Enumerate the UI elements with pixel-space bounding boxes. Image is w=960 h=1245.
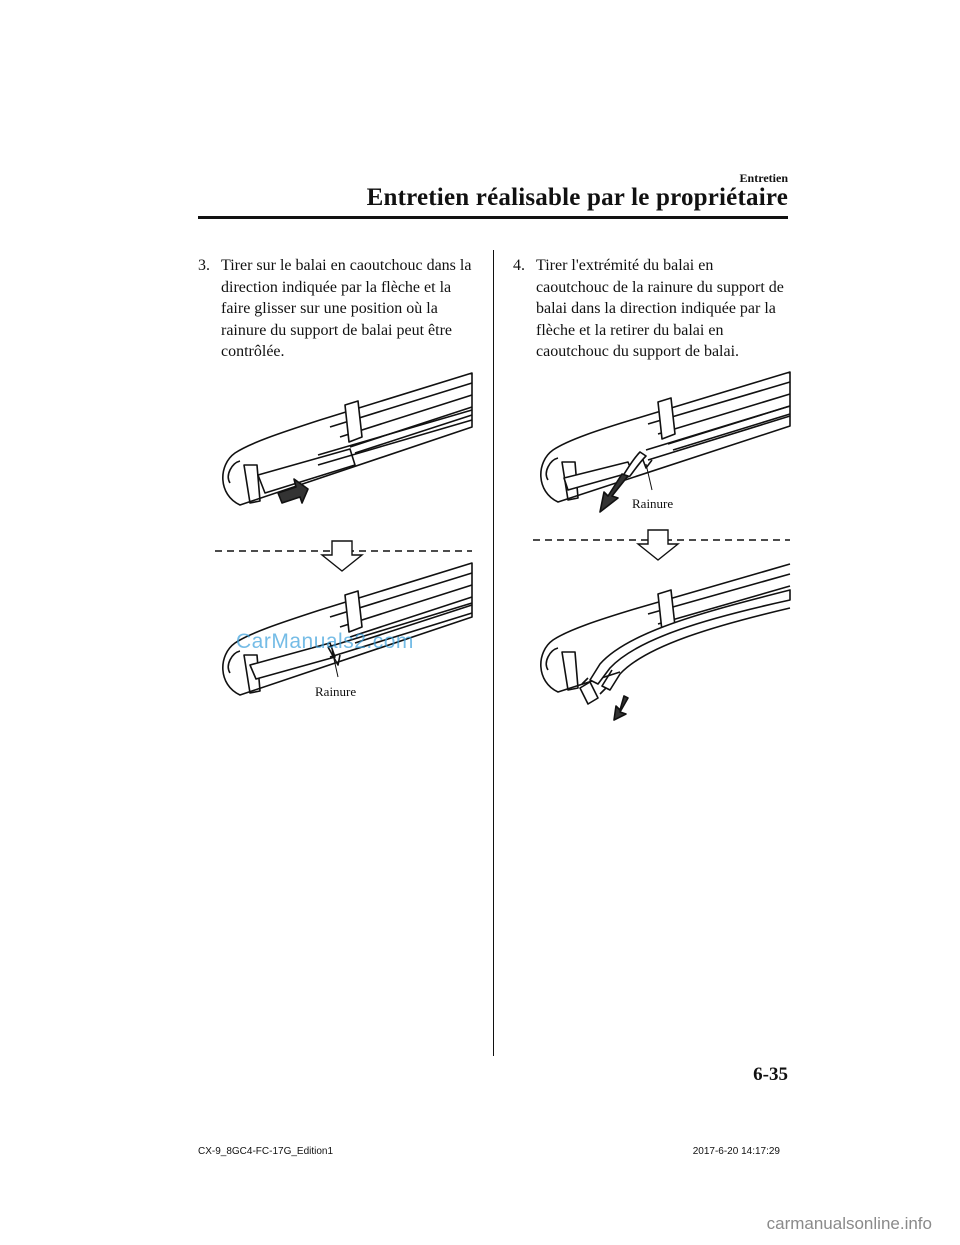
step-3: 3. Tirer sur le balai en caoutchouc dans… xyxy=(198,255,488,365)
wiper-illustration-right xyxy=(533,371,791,721)
step-line: faire glisser sur une position où la xyxy=(221,300,438,317)
step-line: balai dans la direction indiquée par la xyxy=(536,300,776,317)
step-number: 4. xyxy=(513,257,525,274)
wiper-illustration-left xyxy=(215,372,473,696)
step-line: contrôlée. xyxy=(221,343,285,360)
step-line: caoutchouc du support de balai. xyxy=(536,343,740,360)
step-number: 3. xyxy=(198,257,210,274)
watermark: CarManuals2.com xyxy=(236,630,414,653)
section-header: Entretien xyxy=(739,171,788,185)
groove-label-right: Rainure xyxy=(632,496,674,511)
step-line: direction indiquée par la flèche et la xyxy=(221,278,452,296)
footer-doc-id: CX-9_8GC4-FC-17G_Edition1 xyxy=(198,1146,334,1157)
step-line: Tirer sur le balai en caoutchouc dans la xyxy=(221,257,472,274)
step-line: flèche et la retirer du balai en xyxy=(536,321,724,339)
step-line: Tirer l'extrémité du balai en xyxy=(536,257,714,274)
page-title: Entretien réalisable par le propriétaire xyxy=(366,184,788,211)
column-divider xyxy=(493,250,494,1056)
step-line: caoutchouc de la rainure du support de xyxy=(536,278,784,296)
site-watermark: carmanualsonline.info xyxy=(766,1214,932,1233)
page-number: 6-35 xyxy=(753,1064,788,1085)
header-rule xyxy=(198,216,788,219)
step-text: Tirer l'extrémité du balai en caoutchouc… xyxy=(536,255,784,363)
footer-timestamp: 2017-6-20 14:17:29 xyxy=(692,1146,780,1157)
step-4: 4. Tirer l'extrémité du balai en caoutch… xyxy=(513,255,803,365)
groove-label-left: Rainure xyxy=(315,684,357,699)
step-line: rainure du support de balai peut être xyxy=(221,321,453,339)
step-text: Tirer sur le balai en caoutchouc dans la… xyxy=(221,255,471,363)
